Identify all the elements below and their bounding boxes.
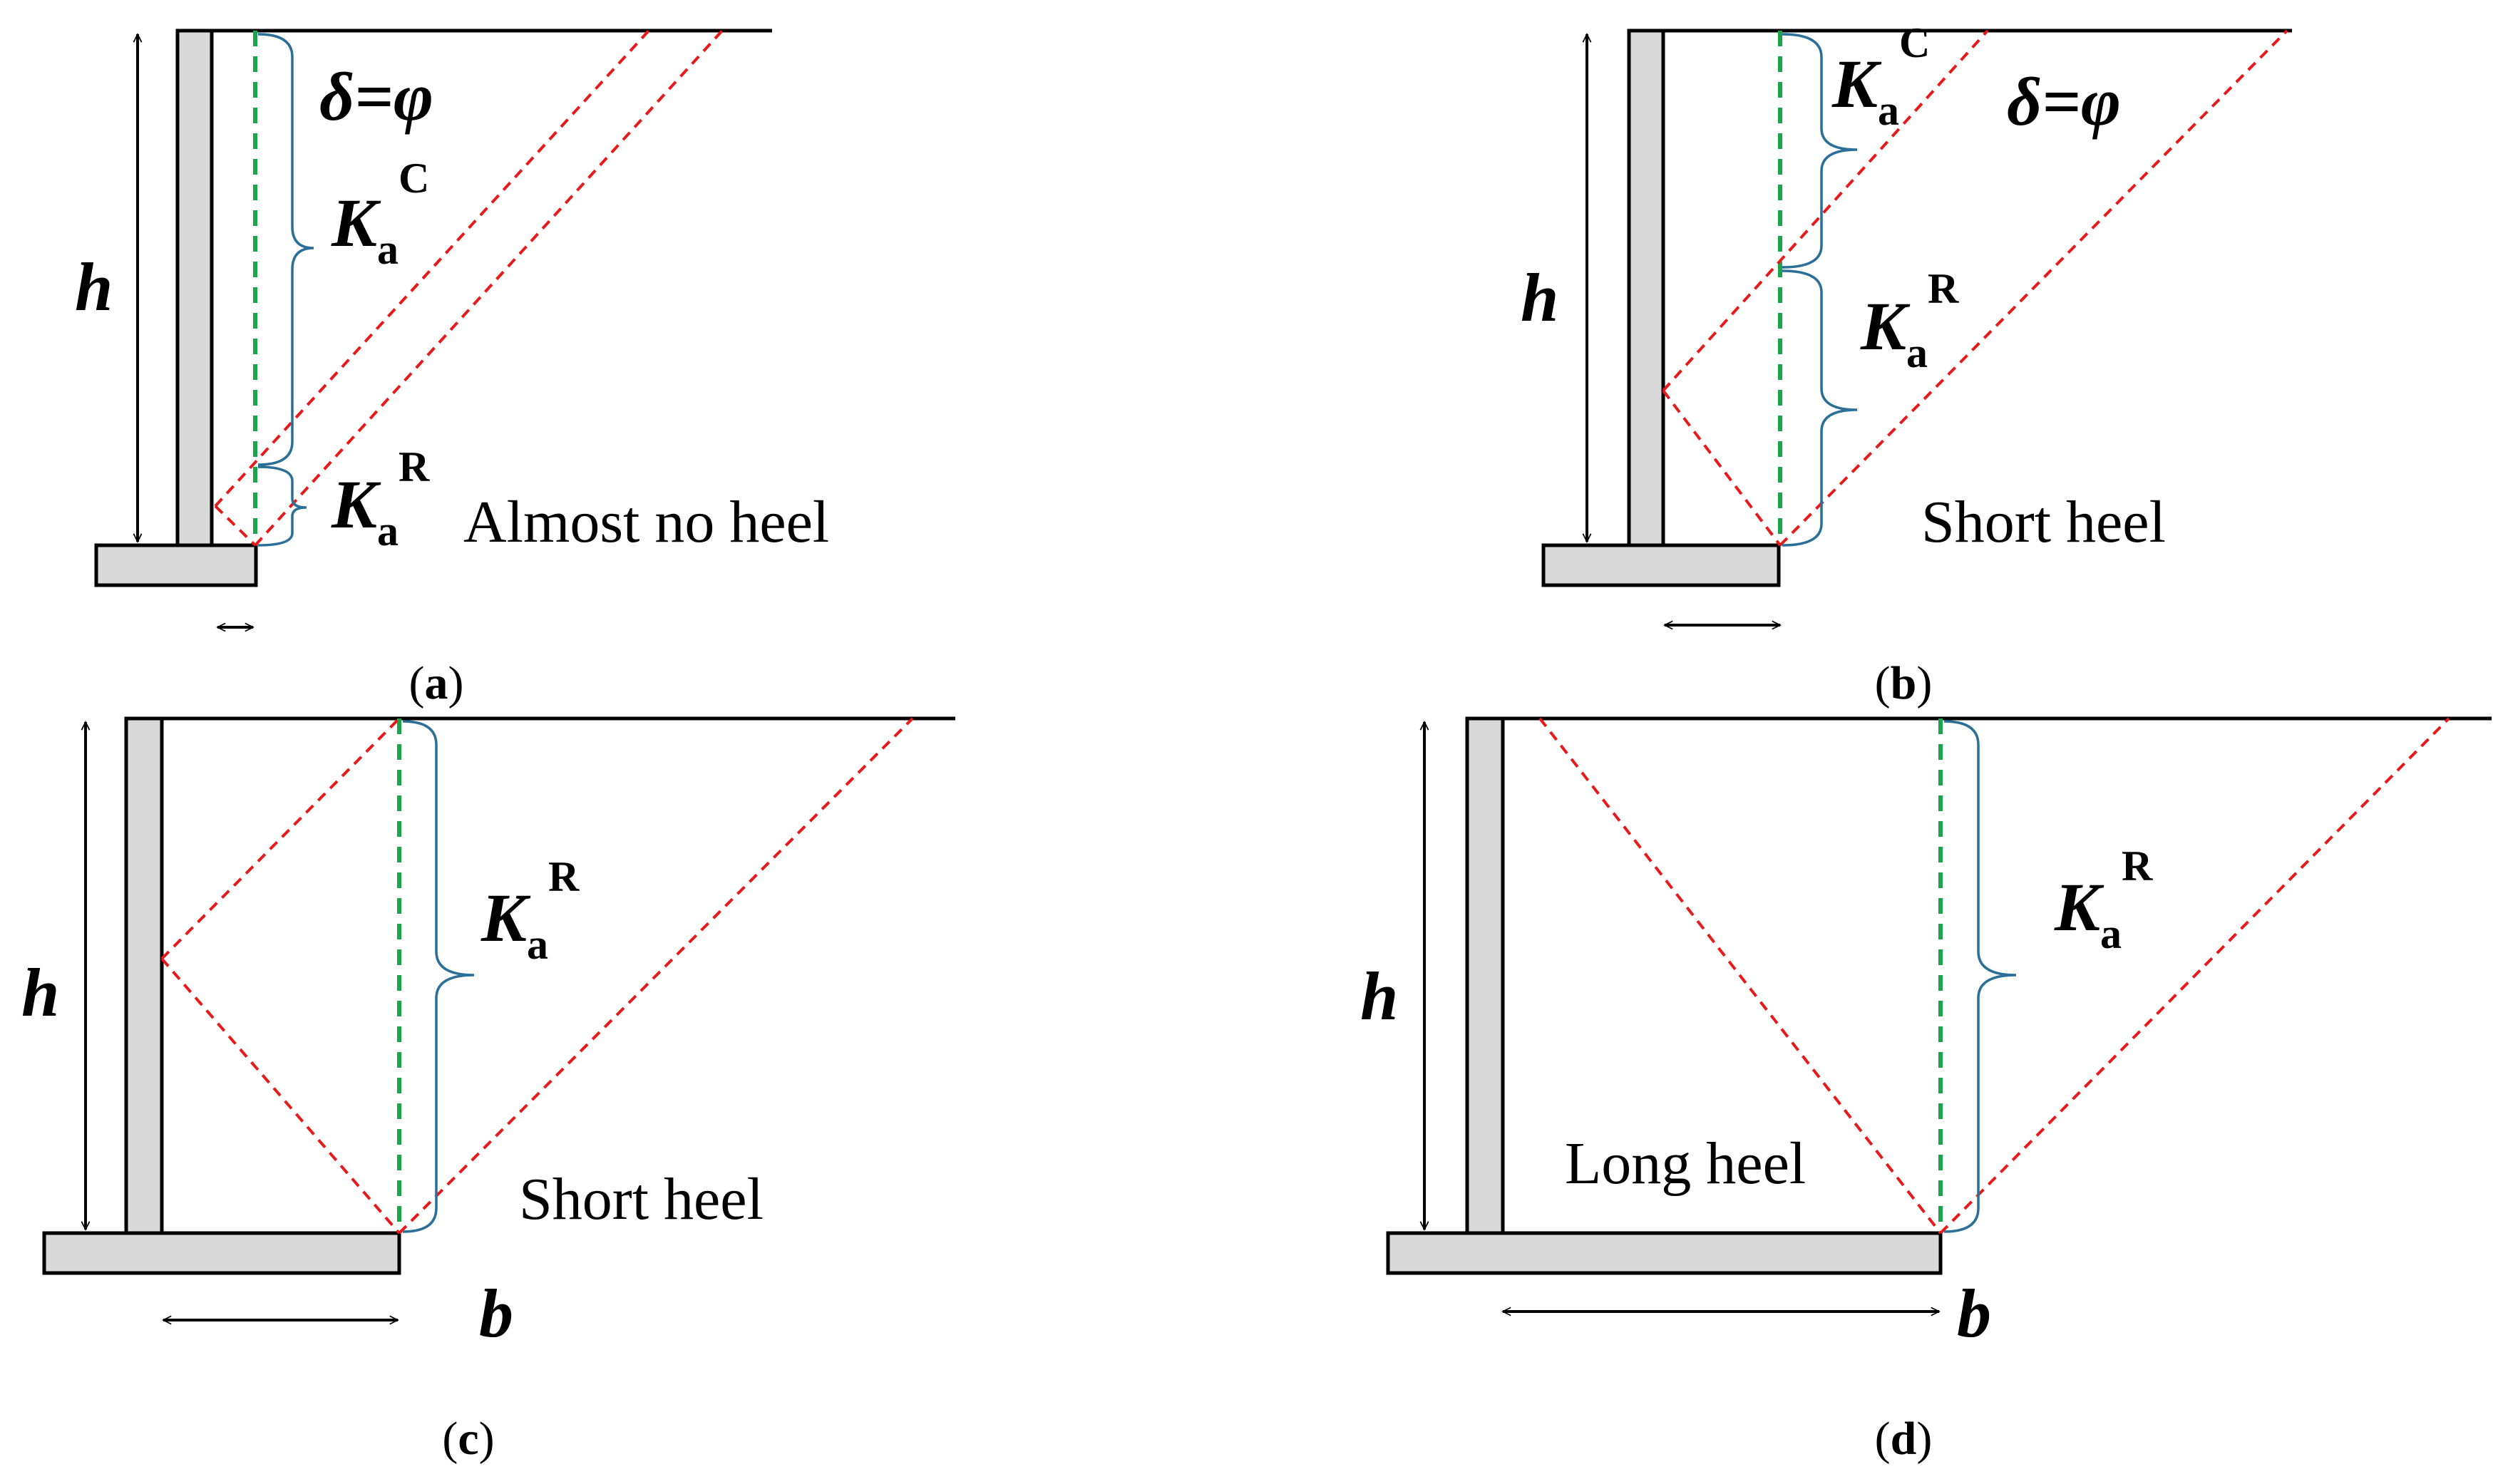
heel-note: Short heel [1921, 489, 2166, 555]
wall-stem [124, 716, 164, 1235]
wall-base [94, 543, 258, 587]
slip-line [1662, 29, 1989, 392]
k-subscript: a [1906, 329, 1928, 376]
slip-line [1939, 717, 2450, 1235]
heel-note: Long heel [1565, 1130, 1806, 1197]
panel-c: h b KaR Short heel (c) [21, 716, 955, 1465]
k-subscript: a [527, 921, 548, 968]
slip-line [160, 717, 401, 960]
k-symbol: K [331, 185, 381, 261]
k-superscript: R [1928, 265, 1959, 312]
k-superscript: R [399, 443, 430, 490]
height-label: h [21, 954, 59, 1031]
wall-stem [175, 29, 214, 547]
heel-note: Short heel [519, 1166, 764, 1232]
rankine-zone-brace [1943, 720, 2017, 1233]
wall-base [1386, 1231, 1943, 1275]
slip-line [214, 505, 257, 547]
heel-width-label: b [1957, 1275, 1991, 1351]
k-subscript: a [377, 226, 399, 273]
coulomb-zone-brace [1782, 33, 1858, 269]
wall-base [42, 1231, 401, 1275]
rankine-coefficient-label: KaR [480, 853, 580, 968]
slip-line [1662, 389, 1782, 547]
rankine-coefficient-label: KaR [2054, 843, 2153, 957]
panel-caption: (d) [1875, 1413, 1933, 1465]
k-symbol: K [331, 466, 381, 542]
slip-line [214, 29, 650, 507]
k-subscript: a [377, 507, 399, 555]
friction-condition-label: δ=φ [2007, 63, 2121, 140]
rankine-coefficient-label: KaR [1860, 265, 1959, 376]
heel-note: Almost no heel [463, 489, 829, 555]
k-symbol: K [1831, 46, 1882, 122]
height-label: h [1521, 259, 1558, 336]
wall-base [1541, 543, 1781, 587]
heel-width-label: b [479, 1275, 513, 1351]
slip-line [254, 29, 724, 547]
wall-stem [1465, 716, 1505, 1235]
friction-condition-label: δ=φ [319, 58, 433, 135]
panel-d: h b KaR Long heel (d) [1360, 716, 2492, 1465]
rankine-coefficient-label: KaR [331, 443, 430, 555]
rankine-zone-brace [1782, 269, 1858, 547]
k-subscript: a [1878, 87, 1899, 134]
panel-a: h δ=φ KaC KaR Almost no heel (a) [75, 29, 829, 709]
rankine-zone-brace [257, 465, 307, 547]
k-symbol: K [480, 880, 531, 956]
rankine-zone-brace [402, 720, 475, 1233]
coulomb-zone-brace [257, 33, 314, 466]
panel-caption: (a) [409, 657, 464, 709]
coulomb-coefficient-label: KaC [1831, 19, 1930, 134]
wall-stem [1627, 29, 1665, 547]
coulomb-coefficient-label: KaC [331, 155, 429, 273]
k-subscript: a [2100, 910, 2122, 957]
height-label: h [75, 249, 113, 325]
panel-caption: (b) [1875, 657, 1933, 709]
panel-b: h KaC δ=φ KaR Short heel (b) [1521, 19, 2292, 709]
k-superscript: R [2122, 843, 2153, 890]
k-symbol: K [1860, 288, 1911, 364]
slip-line [160, 957, 401, 1235]
slip-line [1538, 717, 1942, 1235]
k-superscript: R [548, 853, 580, 900]
slip-line [398, 717, 914, 1235]
height-label: h [1360, 958, 1398, 1034]
k-superscript: C [1899, 19, 1930, 66]
slip-line [1779, 29, 2288, 547]
k-symbol: K [2054, 869, 2104, 945]
k-superscript: C [399, 155, 429, 202]
panel-caption: (c) [442, 1413, 494, 1465]
